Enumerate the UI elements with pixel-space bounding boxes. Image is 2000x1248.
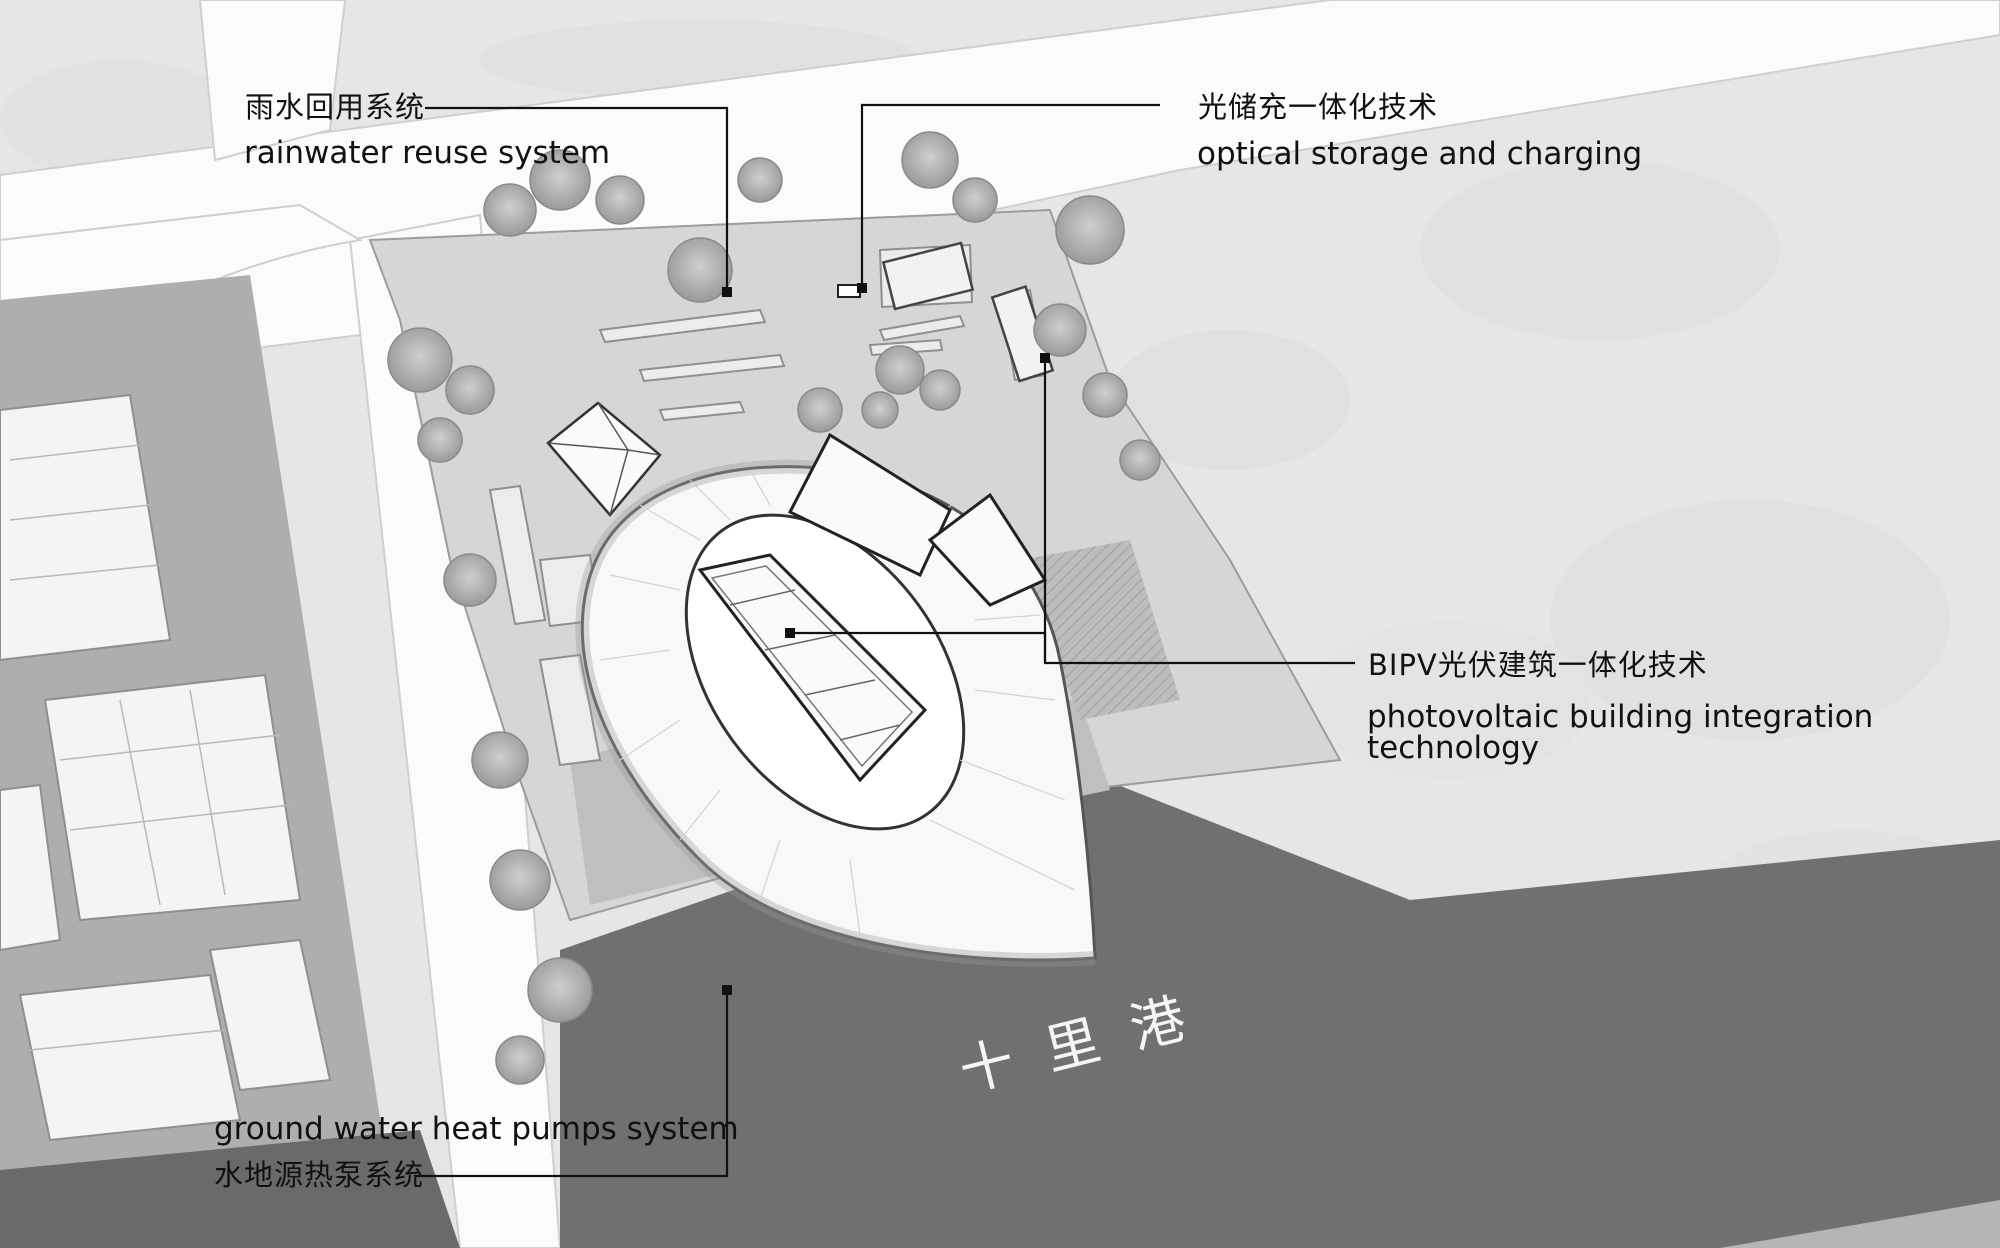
optical-label-cn: 光储充一体化技术	[1198, 90, 1439, 124]
left-urban-blocks	[0, 275, 400, 1248]
river-lower-left	[0, 1130, 460, 1248]
annex-block-a	[787, 432, 952, 578]
rainwater-label-en: rainwater reuse system	[244, 135, 611, 171]
leader-bipv	[1043, 358, 1355, 665]
building-terrace	[575, 459, 1096, 967]
entrance-pavilion	[546, 401, 662, 517]
main-building	[575, 432, 1097, 967]
leader-lines	[415, 103, 1355, 1178]
bipv-label-en-line1: photovoltaic building integration	[1367, 699, 1874, 735]
bipv-label-en-line2: technology	[1367, 730, 1540, 766]
pv-roof-panel	[697, 553, 928, 783]
far-bank	[1720, 1200, 2000, 1248]
trees	[387, 131, 1161, 1085]
plaza-paving-east	[1020, 540, 1180, 720]
groundwater-label-cn: 水地源热泵系统	[214, 1158, 425, 1192]
leader-dots	[722, 283, 1050, 995]
leader-optical	[860, 103, 1160, 288]
storage-unit	[837, 284, 861, 298]
leader-groundwater	[415, 990, 729, 1178]
optical-label-en: optical storage and charging	[1197, 136, 1643, 172]
groundwater-label-en: ground water heat pumps system	[214, 1111, 739, 1147]
bipv-label-cn: BIPV光伏建筑一体化技术	[1368, 648, 1708, 682]
leader-rainwater	[425, 106, 729, 292]
charging-canopy	[881, 241, 975, 311]
rainwater-label-cn: 雨水回用系统	[245, 90, 426, 124]
